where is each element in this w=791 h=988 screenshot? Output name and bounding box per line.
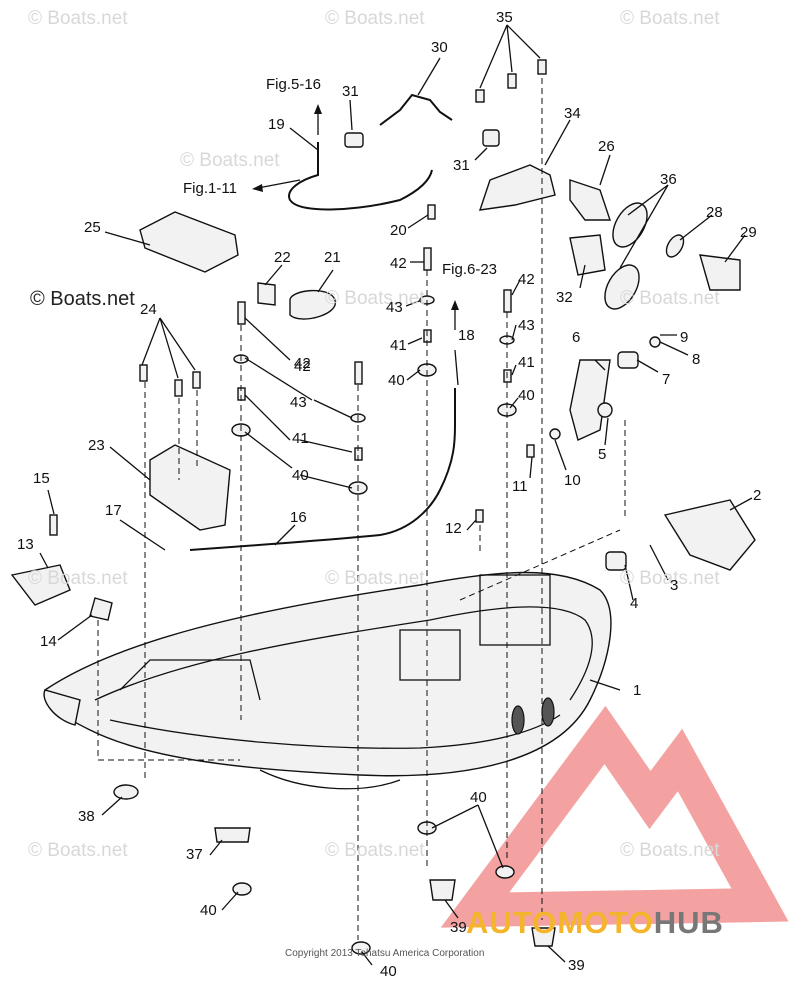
- watermark: © Boats.net: [28, 568, 128, 589]
- hose-16: [189, 424, 456, 551]
- brand-part-3: HUB: [653, 905, 724, 940]
- callout-label: 43: [518, 317, 535, 334]
- brand-part-2: MOTO: [557, 905, 654, 940]
- callout-label: 42: [518, 271, 535, 288]
- figure-ref-6-23[interactable]: Fig.6-23: [442, 261, 498, 278]
- callout-label: 42: [294, 355, 311, 372]
- watermark: © Boats.net: [28, 8, 128, 29]
- callout-label: 40: [518, 387, 535, 404]
- leader-lines: [39, 24, 753, 966]
- callout-label: 32: [556, 289, 573, 306]
- bottom-cowling: [43, 571, 612, 790]
- callout-label: 41: [518, 354, 535, 371]
- copyright-text: Copyright 2013 Tohatsu America Corporati…: [285, 948, 485, 959]
- watermark: © Boats.net: [620, 288, 720, 309]
- callout-label: 7: [662, 371, 671, 388]
- callout-label: 38: [78, 808, 95, 825]
- callout-label: 18: [458, 327, 475, 344]
- callout-label: 4: [630, 595, 639, 612]
- callout-label: 14: [40, 633, 57, 650]
- callout-label: 29: [740, 224, 757, 241]
- callout-label: 31: [342, 83, 359, 100]
- hose-30: [379, 93, 453, 126]
- callout-label: 12: [445, 520, 462, 537]
- callout-label: 30: [431, 39, 448, 56]
- callout-label: 36: [660, 171, 677, 188]
- callout-label: 8: [692, 351, 701, 368]
- callout-label: 1: [633, 682, 642, 699]
- callout-label: 9: [680, 329, 689, 346]
- callout-label: 23: [88, 437, 105, 454]
- watermark: © Boats.net: [180, 150, 280, 171]
- watermark: © Boats.net: [325, 8, 425, 29]
- callout-label: 13: [17, 536, 34, 553]
- brand-logo-triangle: [440, 705, 789, 928]
- callout-label: 25: [84, 219, 101, 236]
- callout-label: 3: [670, 577, 679, 594]
- figure-ref-1-11[interactable]: Fig.1-11: [183, 180, 237, 197]
- callout-label: 10: [564, 472, 581, 489]
- figure-ref-arrows: [252, 104, 459, 330]
- callout-label: 40: [388, 372, 405, 389]
- callout-label: 42: [294, 358, 311, 375]
- callout-label: 40: [200, 902, 217, 919]
- callout-label: 26: [598, 138, 615, 155]
- callout-label: 39: [568, 957, 585, 974]
- callout-label: 41: [390, 337, 407, 354]
- callout-label: 2: [753, 487, 762, 504]
- callout-label: 41: [292, 430, 309, 447]
- callout-label: 40: [380, 963, 397, 980]
- callout-label: 43: [386, 299, 403, 316]
- callout-label: 22: [274, 249, 291, 266]
- callout-label: 16: [290, 509, 307, 526]
- callout-label: 17: [105, 502, 122, 519]
- watermark: © Boats.net: [325, 288, 425, 309]
- bolts-washers: [49, 59, 547, 536]
- callout-label: 6: [572, 329, 581, 346]
- callout-label: 42: [390, 255, 407, 272]
- brand-part-1: AUTO: [466, 905, 558, 940]
- brand-wordmark: AUTOMOTOHUB: [466, 905, 724, 941]
- watermark-dark: © Boats.net: [30, 288, 135, 310]
- part-shapes: [10, 129, 756, 955]
- watermark: © Boats.net: [325, 568, 425, 589]
- watermark: © Boats.net: [620, 840, 720, 861]
- hose-19: [288, 142, 433, 211]
- watermark: © Boats.net: [620, 568, 720, 589]
- callout-label: 40: [292, 467, 309, 484]
- callout-label: 39: [450, 919, 467, 936]
- watermark: © Boats.net: [620, 8, 720, 29]
- callout-label: 34: [564, 105, 581, 122]
- watermark: © Boats.net: [28, 840, 128, 861]
- callout-label: 21: [324, 249, 341, 266]
- callout-label: 20: [390, 222, 407, 239]
- dashed-leader-lines: [97, 78, 626, 940]
- callout-label: 31: [453, 157, 470, 174]
- callout-label: 24: [140, 301, 157, 318]
- watermark: © Boats.net: [325, 840, 425, 861]
- callout-label: 15: [33, 470, 50, 487]
- callout-label: 35: [496, 9, 513, 26]
- callout-label: 28: [706, 204, 723, 221]
- callout-label: 5: [598, 446, 607, 463]
- callout-label: 43: [290, 394, 307, 411]
- callout-label: 40: [470, 789, 487, 806]
- callout-label: 19: [268, 116, 285, 133]
- callout-label: 37: [186, 846, 203, 863]
- figure-ref-5-16[interactable]: Fig.5-16: [266, 76, 322, 93]
- callout-label: 11: [512, 478, 528, 495]
